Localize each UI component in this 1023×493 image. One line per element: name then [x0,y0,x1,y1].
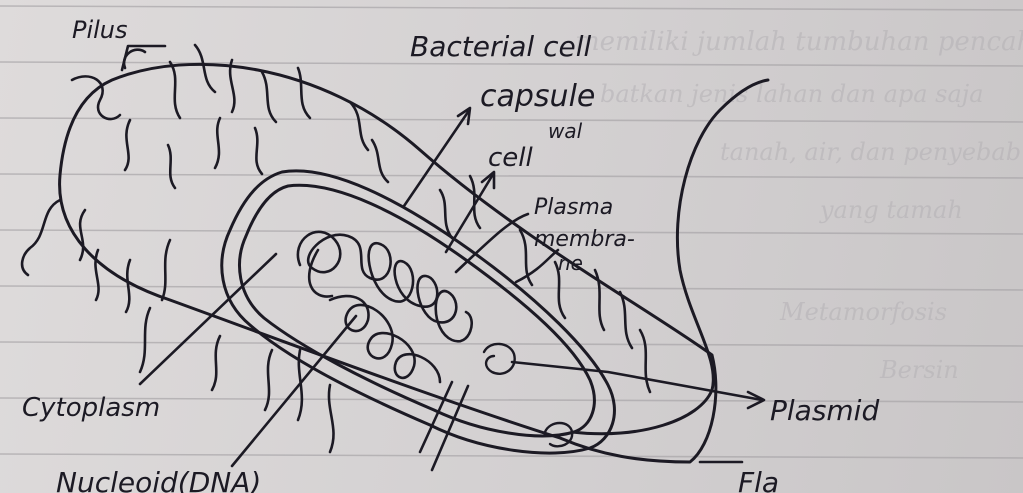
cytoplasm-leader [140,254,276,384]
rule-line [0,174,1023,178]
diagram-title: Bacterial cell [410,30,591,63]
ghost-line-6: Bersin [879,356,959,384]
plasma-membrane-label: Plasma [534,195,613,220]
leader-lines [122,46,764,470]
flagellum [572,80,768,434]
ghost-line-5: Metamorfosis [779,298,947,326]
plasma-membrane-label-2: membra- [534,227,635,252]
bleed-through-text: memiliki jumlah tumbuhan pencahar batkan… [575,27,1023,384]
rule-line [0,118,1023,122]
ghost-line-3: tanah, air, dan penyebab utama [720,138,1023,166]
plasmid-leader [512,362,762,400]
rule-line [0,286,1023,290]
ghost-line-4: yang tamah [819,196,963,224]
rule-line [0,6,1023,10]
capsule-label: capsule [480,79,595,114]
plasma-membrane-label-3: ne [558,251,583,275]
ghost-line-2: batkan jenis lahan dan apa saja [600,80,984,108]
nucleoid-dna [298,232,472,382]
ruled-lines [0,6,1023,458]
plasma-membrane-leader-2 [516,250,558,282]
plasma-membrane-leader [456,214,528,272]
capsule-leader [404,112,468,206]
flagellum-label: Fla [738,466,779,493]
rule-line [0,230,1023,234]
pilus-label: Pilus [72,16,128,44]
cell-wall-label-sup: wal [548,119,583,143]
rule-line [0,342,1023,346]
cell-wall-label: cell [488,143,534,173]
cytoplasm-label: Cytoplasm [22,393,160,423]
nucleoid-label: Nucleoid(DNA) [56,466,261,493]
rule-line [0,454,1023,458]
plasma-membrane [240,185,595,436]
cell-wall-arrowhead [482,172,494,188]
plasmid-label: Plasmid [770,394,879,427]
ghost-line-1: memiliki jumlah tumbuhan pencahar [575,27,1023,57]
plasmid [484,344,515,374]
cell-wall-leader [446,176,492,252]
